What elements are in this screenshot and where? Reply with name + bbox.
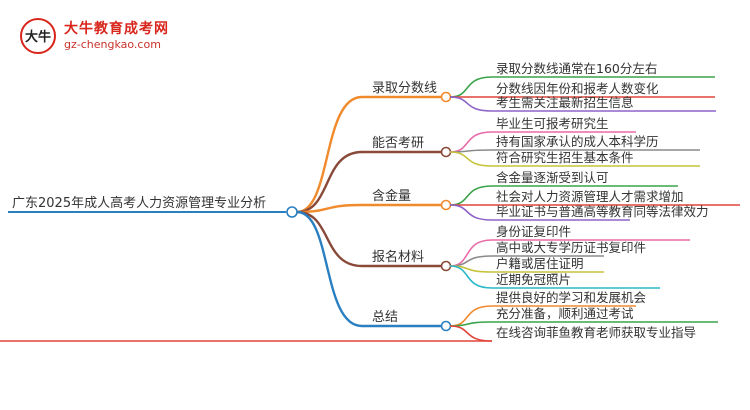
branch-node (440, 199, 452, 211)
leaf-connector (449, 96, 493, 112)
branch-label: 能否考研 (372, 136, 424, 151)
leaf-connector (449, 265, 493, 289)
branch-connector (296, 210, 363, 268)
bull-logo-icon: 大牛 (20, 18, 56, 54)
branch-node (440, 260, 452, 272)
leaf-connector (449, 131, 493, 153)
root-node (286, 206, 298, 218)
branch-connector (296, 95, 363, 214)
leaf-connector (449, 76, 493, 98)
leaf-label: 充分准备，顺利通过考试 (496, 306, 634, 321)
branch-node (440, 146, 452, 158)
site-name: 大牛教育成考网 (64, 21, 169, 37)
branch-label: 报名材料 (372, 249, 424, 265)
leaf-label: 身份证复印件 (496, 224, 571, 239)
leaf-label: 高中或大专学历证书复印件 (496, 240, 646, 255)
leaf-label: 分数线因年份和报考人数变化 (496, 81, 659, 96)
leaf-label: 考生需关注最新招生信息 (496, 95, 634, 110)
leaf-label: 在线咨询菲鱼教育老师获取专业指导 (496, 325, 696, 340)
branch-node (440, 91, 452, 103)
site-logo[interactable]: 大牛 大牛教育成考网 gz-chengkao.com (18, 16, 188, 56)
root-topic: 广东2025年成人高考人力资源管理专业分析 (12, 195, 266, 211)
leaf-connector (449, 239, 493, 267)
leaf-label: 毕业证书与普通高等教育同等法律效力 (496, 204, 709, 219)
leaf-connector (449, 204, 493, 221)
site-url: gz-chengkao.com (64, 38, 161, 51)
leaf-connector (449, 151, 493, 167)
leaf-connector (449, 185, 493, 206)
leaf-label: 社会对人力资源管理人才需求增加 (496, 189, 684, 204)
leaf-label: 符合研究生招生基本条件 (496, 150, 634, 165)
leaf-label: 持有国家承认的成人本科学历 (496, 134, 659, 149)
branch-node (440, 320, 452, 332)
leaf-label: 录取分数线通常在160分左右 (496, 61, 657, 76)
branch-connector (296, 203, 363, 214)
leaf-label: 含金量逐渐受到认可 (496, 170, 609, 185)
leaf-label: 近期免冠照片 (496, 272, 571, 287)
leaf-label: 提供良好的学习和发展机会 (496, 290, 647, 305)
leaf-connector (449, 321, 493, 327)
branch-label: 录取分数线 (372, 81, 437, 96)
leaf-label: 毕业生可报考研究生 (496, 116, 609, 131)
branch-label: 含金量 (372, 188, 411, 204)
leaf-label: 户籍或居住证明 (496, 256, 584, 271)
leaf-connector (449, 325, 493, 342)
branch-connector (296, 210, 363, 328)
branch-label: 总结 (372, 310, 398, 325)
branch-connector (296, 150, 363, 214)
logo-mark-text: 大牛 (25, 29, 51, 45)
